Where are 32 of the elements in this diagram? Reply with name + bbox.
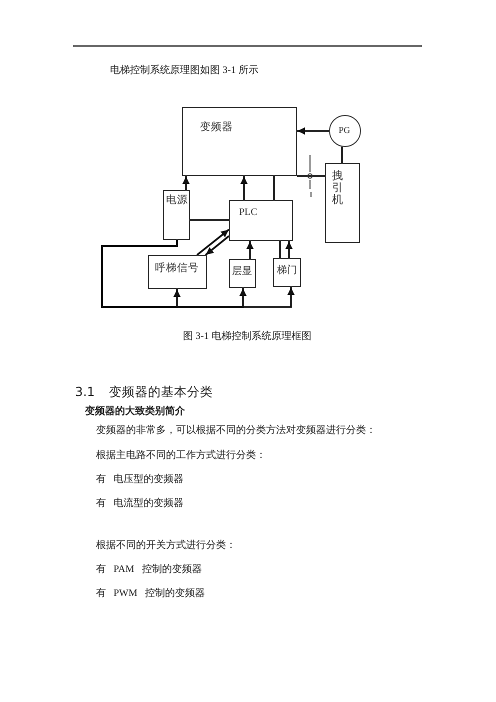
- block-box: [325, 163, 360, 243]
- connector-line: [341, 146, 343, 163]
- block-box: [273, 258, 301, 287]
- node-label: 梯门: [277, 265, 297, 277]
- intro-text: 电梯控制系统原理图如图 3-1 所示: [110, 64, 258, 76]
- block-box: [148, 255, 207, 289]
- body-text: 根据主电路不同的工作方式进行分类：: [96, 448, 266, 462]
- list-item: 有 电压型的变频器: [96, 472, 184, 486]
- body-text: 变频器的非常多，可以根据不同的分类方法对变频器进行分类：: [96, 424, 376, 436]
- connector-line: [190, 219, 229, 221]
- node-label: 拽引机: [332, 170, 343, 206]
- section-heading: 3.1 变频器的基本分类: [75, 384, 213, 400]
- node-label: 变频器: [200, 122, 233, 135]
- block-box: [163, 190, 190, 240]
- node-label: PLC: [239, 207, 258, 219]
- list-item: 有 PAM 控制的变频器: [96, 562, 202, 576]
- node-label: 呼梯信号: [155, 263, 199, 276]
- node-label: PG: [338, 125, 350, 136]
- circle-node: [329, 115, 361, 147]
- list-item: 有 电流型的变频器: [96, 496, 184, 510]
- connector-line: [273, 176, 275, 200]
- block-box: [229, 200, 293, 241]
- list-item: 有 PWM 控制的变频器: [96, 586, 205, 600]
- block-box: [182, 107, 297, 176]
- connector-line: [279, 241, 281, 258]
- node-label: 层显: [232, 266, 252, 278]
- block-box: [229, 259, 256, 288]
- figure-caption: 图 3-1 电梯控制系统原理框图: [183, 330, 312, 342]
- node-label: 电源: [166, 195, 188, 208]
- connector-line: [297, 175, 325, 177]
- body-text: 根据不同的开关方式进行分类：: [96, 538, 236, 552]
- subsection-heading: 变频器的大致类别简介: [85, 404, 185, 418]
